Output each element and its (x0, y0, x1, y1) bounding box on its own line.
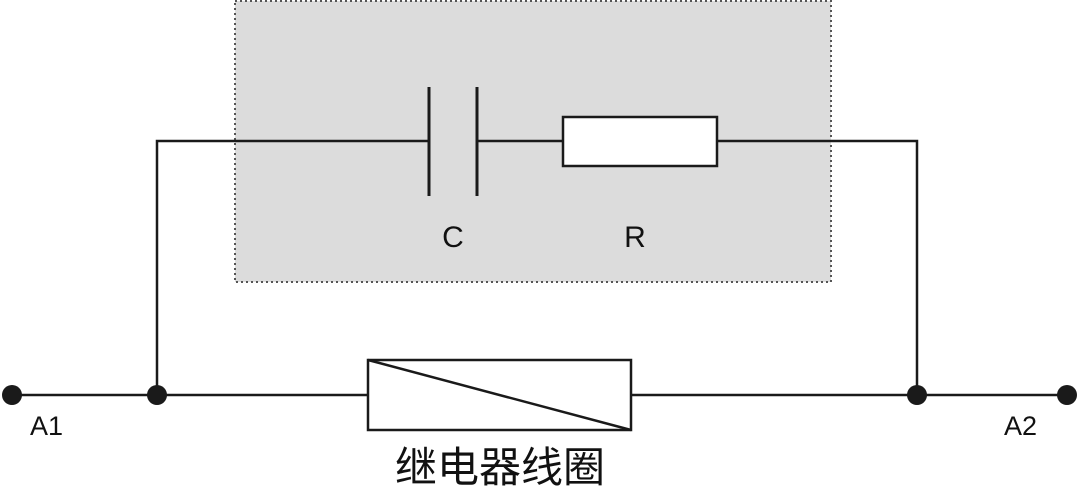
resistor-label: R (624, 221, 646, 254)
capacitor-label: C (442, 221, 464, 254)
terminal-a2-dot (1057, 385, 1077, 405)
junction-left-dot (147, 385, 167, 405)
terminal-a2-label: A2 (1004, 411, 1037, 441)
relay-coil-diagonal (367, 358, 632, 432)
top-wire-right (717, 139, 919, 395)
terminal-a1-label: A1 (30, 411, 63, 441)
resistor (561, 115, 719, 168)
relay-coil-label: 继电器线圈 (395, 443, 605, 488)
junction-right-dot (907, 385, 927, 405)
top-wire-left (155, 139, 429, 395)
terminal-a1-dot (2, 385, 22, 405)
